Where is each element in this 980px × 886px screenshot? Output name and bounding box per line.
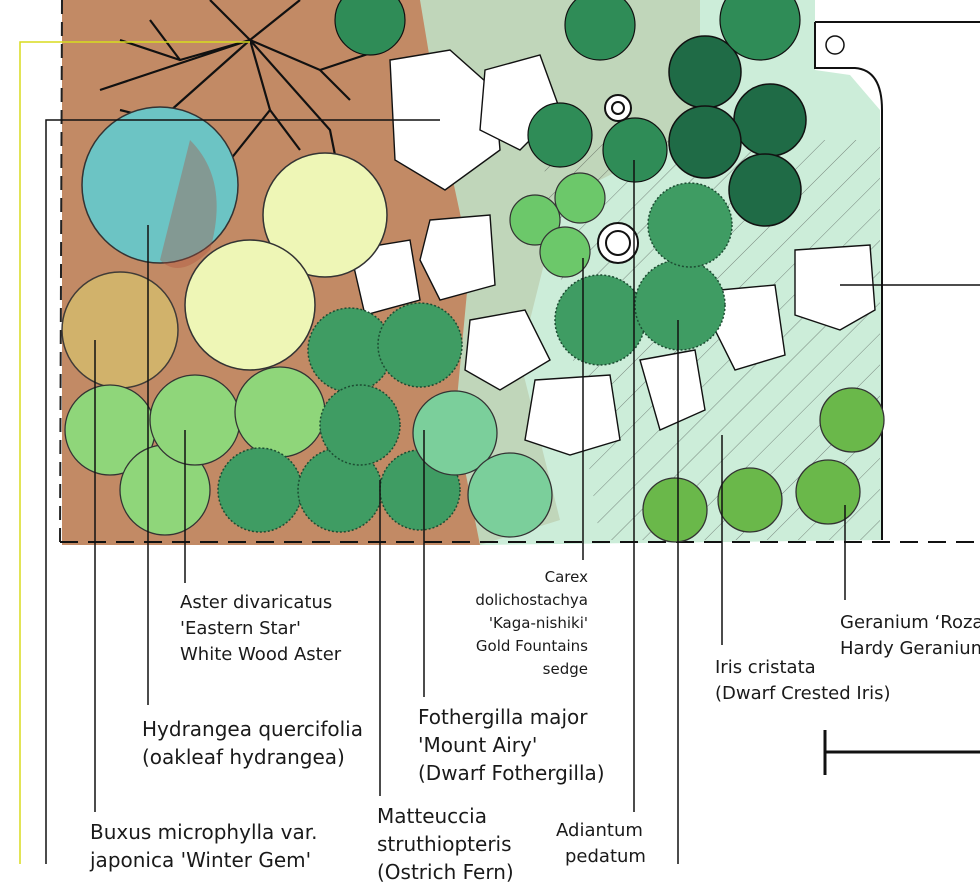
label-line: Geranium ‘Rozanne’ (840, 612, 980, 633)
label-line: 'Kaga-nishiki' (488, 614, 588, 632)
label-line: dolichostachya (475, 591, 588, 609)
label-iris: Iris cristata (Dwarf Crested Iris) (715, 655, 891, 707)
label-line: Hydrangea quercifolia (142, 717, 363, 741)
label-carex: Carex dolichostachya 'Kaga-nishiki' Gold… (475, 566, 588, 681)
label-fothergilla: Fothergilla major 'Mount Airy' (Dwarf Fo… (418, 703, 605, 787)
label-line: (Ostrich Fern) (377, 860, 514, 884)
label-line: struthiopteris (377, 832, 512, 856)
label-line: Iris cristata (715, 657, 816, 678)
teal-shrub (81, 106, 239, 268)
label-line: Carex (544, 568, 588, 586)
label-line: 'Eastern Star' (180, 618, 301, 639)
label-line: Adiantum (556, 820, 643, 841)
grass-tufts (334, 0, 801, 183)
label-line: (oakleaf hydrangea) (142, 745, 345, 769)
dark-evergreens (668, 35, 807, 227)
boxwood-shrubs (64, 366, 326, 536)
label-hydrangea: Hydrangea quercifolia (oakleaf hydrangea… (142, 715, 363, 771)
label-line: Matteuccia (377, 804, 487, 828)
planting-plan-drawing (19, 0, 980, 864)
label-line: Gold Fountains (475, 637, 588, 655)
label-line: Aster divaricatus (180, 592, 333, 613)
label-adiantum: Adiantum pedatum (553, 818, 646, 870)
label-line: 'Mount Airy' (418, 733, 538, 757)
label-line: Buxus microphylla var. (90, 820, 318, 844)
label-line: Hardy Geranium (840, 638, 980, 659)
label-line: pedatum (565, 846, 646, 867)
label-line: (Dwarf Crested Iris) (715, 683, 891, 704)
label-line: japonica 'Winter Gem' (90, 848, 312, 872)
bed-edge-lines (60, 21, 980, 775)
label-line: Fothergilla major (418, 705, 588, 729)
label-buxus: Buxus microphylla var. japonica 'Winter … (90, 818, 318, 874)
label-line: sedge (542, 660, 588, 678)
label-matteuccia: Matteuccia struthiopteris (Ostrich Fern) (377, 802, 514, 886)
accent-markers (597, 94, 639, 264)
carex-sedges (509, 172, 606, 278)
label-line: White Wood Aster (180, 644, 342, 665)
label-aster: Aster divaricatus 'Eastern Star' White W… (180, 590, 341, 668)
fothergilla-shrubs (412, 390, 553, 538)
yellow-guide-line (19, 41, 250, 864)
leader-lines (45, 119, 980, 864)
hydrangea-shrubs (61, 152, 388, 389)
stepping-stones (349, 49, 876, 456)
label-line: (Dwarf Fothergilla) (418, 761, 605, 785)
label-geranium: Geranium ‘Rozanne’ Hardy Geranium (840, 610, 980, 662)
geraniums (642, 387, 885, 543)
